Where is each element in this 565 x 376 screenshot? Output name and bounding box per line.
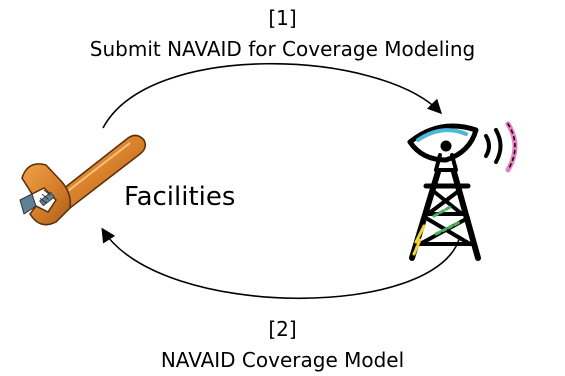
submit-arrow (102, 62, 443, 129)
step-2-label: NAVAID Coverage Model (160, 348, 405, 372)
facilities-label: Facilities (124, 182, 236, 212)
step-2-number: [2] (268, 317, 297, 341)
step-1-label: Submit NAVAID for Coverage Modeling (89, 37, 476, 61)
wrench-icon (19, 134, 147, 226)
step-1-number: [1] (268, 6, 297, 30)
return-arrow (101, 227, 461, 300)
radio-tower-icon (407, 121, 518, 261)
